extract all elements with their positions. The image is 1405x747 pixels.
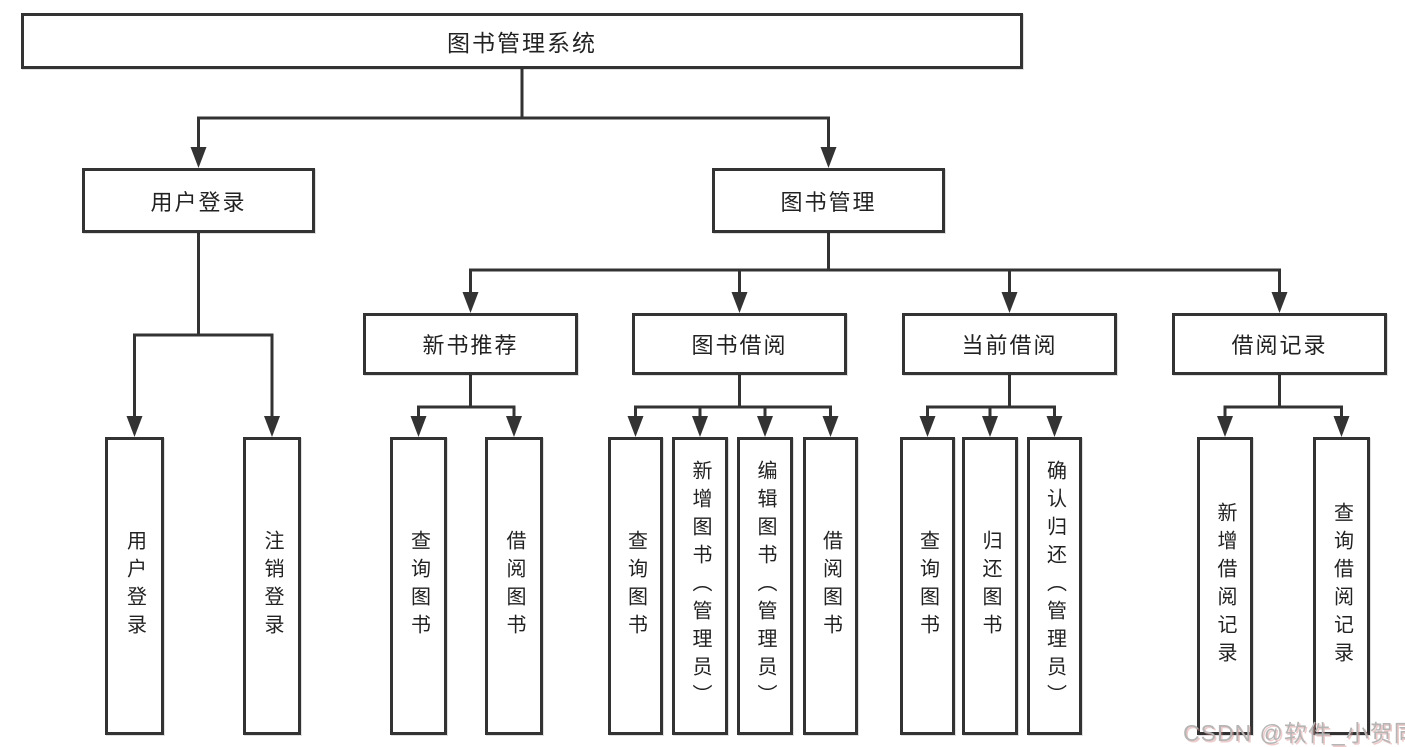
node-current-borrowing: 当前借阅 [902, 313, 1117, 375]
leaf-confirm-return-admin: 确认归还（管理员） [1027, 437, 1082, 735]
node-borrowing-records: 借阅记录 [1172, 313, 1387, 375]
watermark: CSDN @软件_小贺同学 [1183, 720, 1405, 746]
node-library-management-system: 图书管理系统 [21, 13, 1023, 69]
arrow-head [264, 416, 280, 437]
arrow-head [692, 416, 708, 437]
node-book-borrowing: 图书借阅 [632, 313, 847, 375]
leaf-user-login: 用户登录 [105, 437, 164, 735]
arrow-head [982, 416, 998, 437]
leaf-query-books-2: 查询图书 [608, 437, 663, 735]
arrow-head [1217, 416, 1233, 437]
node-book-management: 图书管理 [712, 168, 945, 233]
node-new-book-recommendation: 新书推荐 [363, 313, 578, 375]
arrow-head [731, 292, 748, 313]
arrow-head [462, 292, 479, 313]
arrow-head [919, 416, 936, 437]
node-user-login: 用户登录 [82, 168, 315, 233]
leaf-add-borrow-record: 新增借阅记录 [1197, 437, 1253, 735]
leaf-return-book: 归还图书 [962, 437, 1018, 735]
leaf-query-books-3: 查询图书 [900, 437, 955, 735]
arrow-head [627, 416, 644, 437]
leaf-add-book-admin: 新增图书（管理员） [672, 437, 728, 735]
arrow-head [820, 147, 837, 168]
leaf-logout: 注销登录 [243, 437, 301, 735]
leaf-query-books-1: 查询图书 [390, 437, 447, 735]
arrow-head [506, 416, 522, 437]
leaf-query-borrow-record: 查询借阅记录 [1313, 437, 1370, 735]
leaf-borrow-books-1: 借阅图书 [485, 437, 543, 735]
leaf-edit-book-admin: 编辑图书（管理员） [737, 437, 793, 735]
arrow-head [1333, 416, 1350, 437]
arrow-head [410, 416, 427, 437]
arrow-head [126, 416, 143, 437]
arrow-head [822, 416, 839, 437]
arrow-head [190, 147, 207, 168]
arrow-head [1046, 416, 1063, 437]
arrow-head [1271, 292, 1288, 313]
arrow-head [757, 416, 773, 437]
leaf-borrow-books-2: 借阅图书 [803, 437, 858, 735]
arrow-head [1001, 292, 1018, 313]
